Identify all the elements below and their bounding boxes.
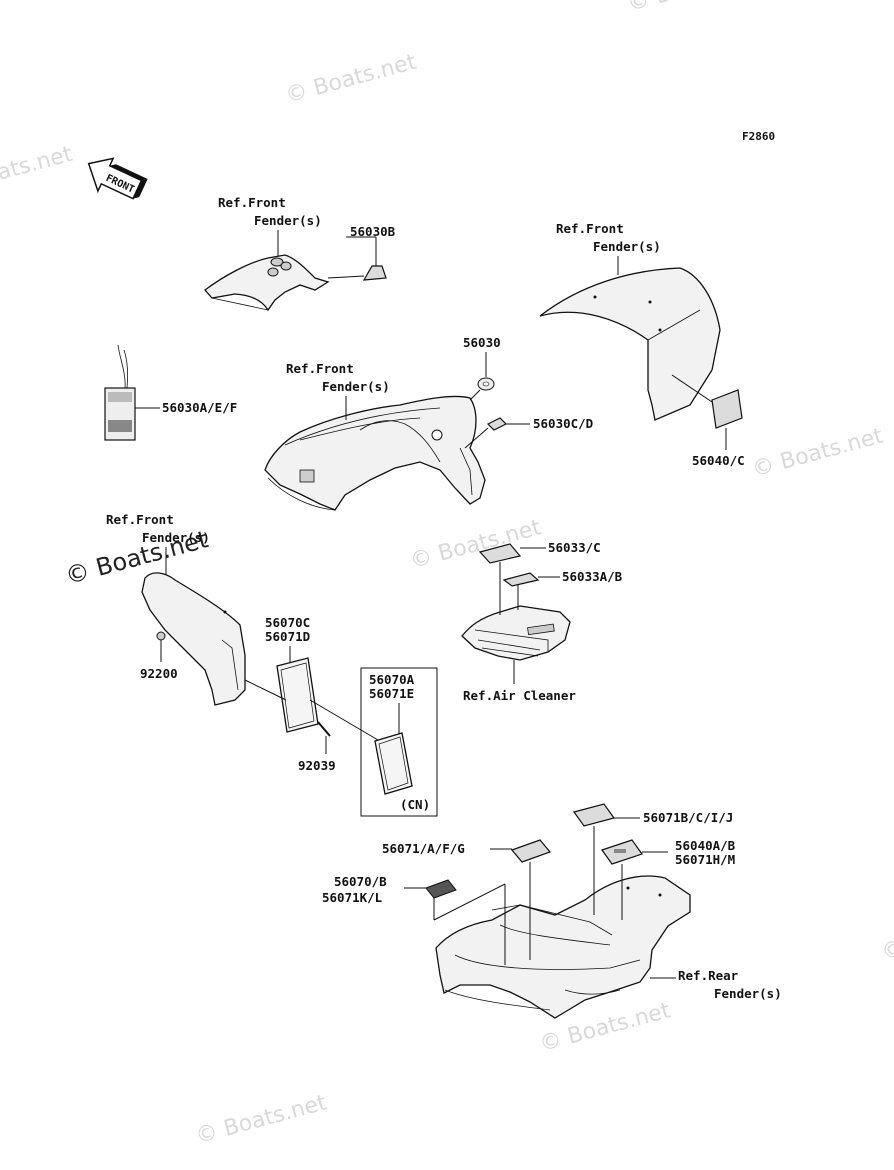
decal-56030CD [486, 417, 508, 431]
label-ref-front-fender-2b: Fender(s) [593, 239, 661, 254]
label-56030B: 56030B [350, 224, 396, 239]
label-56070C: 56070C [265, 615, 310, 630]
decal-56030B [362, 265, 387, 281]
watermark: © Boats.net [283, 50, 419, 109]
watermark: © Boats.net [193, 1090, 329, 1149]
label-92039: 92039 [298, 758, 336, 773]
front-arrow-icon: FRONT [87, 157, 148, 200]
front-fender-left [141, 572, 246, 706]
pin-92039 [317, 721, 331, 737]
front-fender-center [264, 395, 486, 511]
label-56070A: 56070A [369, 672, 415, 687]
tag-56030AEF [104, 344, 136, 441]
front-fender-top-part [204, 254, 330, 312]
label-92200: 92200 [140, 666, 178, 681]
watermark: © Boats.net [625, 0, 761, 17]
label-56071D: 56071D [265, 629, 310, 644]
label-56071HM: 56071H/M [675, 852, 735, 867]
label-56030CD: 56030C/D [533, 416, 593, 431]
label-ref-air-cleaner: Ref.Air Cleaner [463, 688, 576, 703]
watermark: © Boats.net [750, 424, 886, 483]
label-ref-front-fender-1b: Fender(s) [254, 213, 322, 228]
watermark: © Boats.net [408, 515, 544, 574]
front-fender-right [539, 267, 721, 421]
decal-56030 [477, 377, 495, 391]
label-56040AB: 56040A/B [675, 838, 736, 853]
label-56071KL: 56071K/L [322, 890, 383, 905]
label-ref-rear-fender-b: Fender(s) [714, 986, 782, 1001]
label-56071BCIJ: 56071B/C/I/J [643, 810, 733, 825]
label-ref-front-fender-4a: Ref.Front [106, 512, 174, 527]
decal-56070B-56071KL [425, 879, 457, 899]
decal-56033AB [502, 572, 540, 587]
label-56033C: 56033/C [548, 540, 601, 555]
watermark: © Boats.net [879, 907, 894, 966]
label-56071AFG: 56071/A/F/G [382, 841, 465, 856]
decal-56071AFG [510, 839, 552, 863]
label-56040C: 56040/C [692, 453, 745, 468]
label-56070B: 56070/B [334, 874, 387, 889]
label-ref-front-fender-2a: Ref.Front [556, 221, 624, 236]
label-ref-front-fender-4b: Fender(s) [142, 530, 210, 545]
label-ref-front-fender-1a: Ref.Front [218, 195, 286, 210]
label-56071E: 56071E [369, 686, 414, 701]
label-cn: (CN) [400, 797, 430, 812]
label-56030AEF: 56030A/E/F [162, 400, 237, 415]
decal-56040AB-56071HM [601, 839, 643, 865]
decal-56033C [478, 543, 522, 564]
label-56033AB: 56033A/B [562, 569, 623, 584]
label-ref-rear-fender-a: Ref.Rear [678, 968, 739, 983]
rear-fender [435, 875, 691, 1019]
decal-56040C [711, 389, 743, 429]
decal-56070C-56071D [276, 657, 319, 733]
label-ref-front-fender-3a: Ref.Front [286, 361, 354, 376]
label-56030: 56030 [463, 335, 501, 350]
air-cleaner [461, 605, 571, 661]
decal-56071BCIJ [573, 803, 615, 827]
watermark: © Boats.net [0, 142, 75, 201]
figure-code: F2860 [742, 130, 775, 143]
bolt-92200 [156, 631, 166, 641]
label-ref-front-fender-3b: Fender(s) [322, 379, 390, 394]
cn-box [360, 667, 438, 817]
